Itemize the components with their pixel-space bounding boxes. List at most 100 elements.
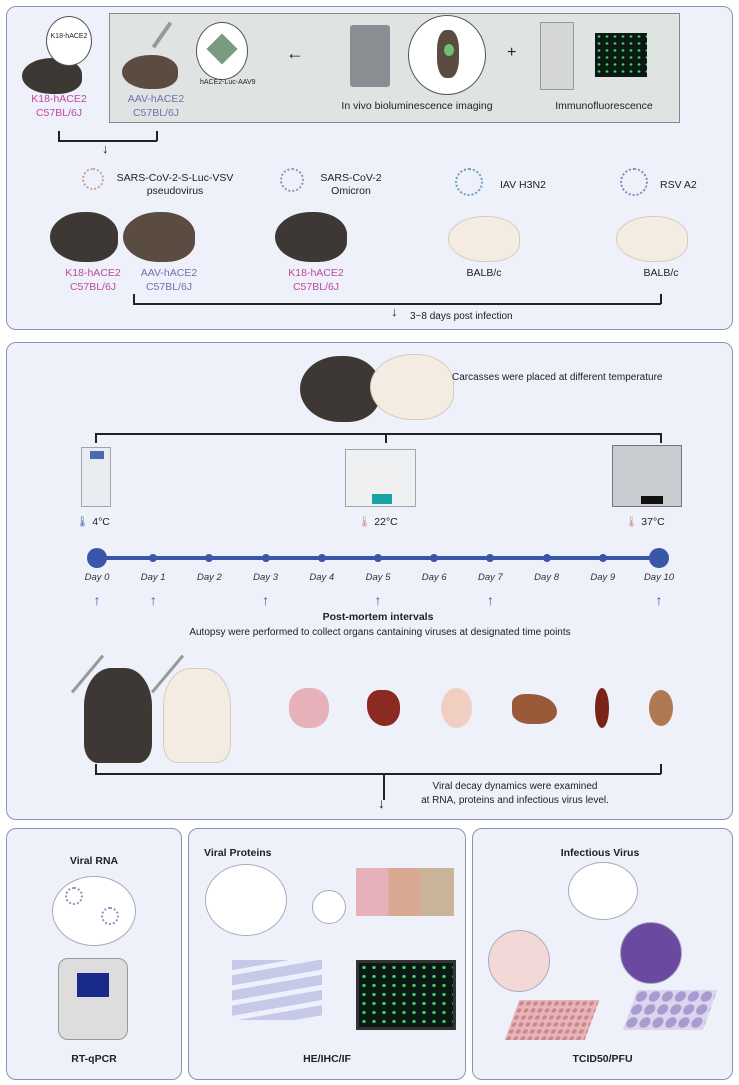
slides-icon: [232, 960, 322, 1020]
strain-name: K18-hACE2: [65, 267, 121, 279]
liver-icon: [512, 694, 557, 724]
aav-mouse: [122, 55, 178, 89]
bracket: [385, 433, 387, 443]
strain-balbc-iav: BALB/c: [466, 267, 502, 279]
decay-line: Viral decay dynamics were examined: [432, 781, 598, 792]
he-ihc-if-label: HE/IHC/IF: [303, 1053, 351, 1065]
lung-icon: [289, 688, 329, 728]
virus-label-rsv: RSV A2: [660, 179, 697, 191]
bracket: [95, 773, 661, 775]
day-label: Day 7: [477, 572, 503, 583]
antibody-circle: [312, 890, 346, 924]
thermometer-icon: 🌡: [358, 516, 372, 528]
plaque-circle: [620, 922, 682, 984]
thermometer-icon: 🌡: [625, 516, 639, 528]
aav-virion-callout: [196, 22, 248, 80]
sampling-arrow-icon: ↑: [149, 592, 157, 608]
strain-background: C57BL/6J: [35, 107, 83, 119]
strain-background: C57BL/6J: [69, 281, 117, 293]
strain-name: K18-hACE2: [288, 267, 344, 279]
iav-virus-icon: [455, 168, 483, 196]
sampling-arrow-icon: ↑: [374, 592, 382, 608]
timeline-point: [317, 554, 326, 562]
rsv-virus-icon: [620, 168, 648, 196]
temp-value: 4°C: [92, 516, 110, 528]
ivis-machine-icon: [350, 25, 390, 87]
viral-proteins-title: Viral Proteins: [204, 847, 272, 859]
timeline-point: [261, 554, 270, 562]
arrow-stem: [383, 774, 385, 800]
bracket: [95, 764, 97, 774]
temp-value: 22°C: [374, 516, 398, 528]
temp-value: 37°C: [641, 516, 665, 528]
strain-name: AAV-hACE2: [127, 93, 185, 105]
virus-label-omicron: SARS-CoV-2 Omicron: [320, 172, 382, 197]
decay-label: Viral decay dynamics were examined at RNA…: [410, 780, 620, 808]
spleen-icon: [595, 688, 609, 728]
day-label: Day 0: [84, 572, 110, 583]
autopsy-label: Autopsy were performed to collect organs…: [189, 627, 571, 638]
timeline-point: [87, 548, 107, 568]
temp-37: 🌡 37°C: [625, 515, 665, 529]
rsv-mouse-group: [616, 216, 688, 262]
rt-qpcr-label: RT-qPCR: [71, 1053, 117, 1065]
bracket: [660, 764, 662, 774]
timeline-point: [542, 554, 551, 562]
timeline-point: [598, 554, 607, 562]
bracket: [58, 140, 157, 142]
day-label: Day 9: [590, 572, 616, 583]
strain-background: C57BL/6J: [132, 107, 180, 119]
iav-mouse-group: [448, 216, 520, 262]
plus-sign: +: [507, 44, 517, 61]
mouse-signal-icon: [437, 30, 459, 78]
decay-line: at RNA, proteins and infectious virus le…: [421, 795, 609, 806]
fluorescence-monitor: [595, 33, 647, 77]
k18-gene-label: K18-hACE2: [50, 33, 88, 40]
day-label: Day 3: [253, 572, 278, 583]
microscope-icon: [540, 22, 574, 90]
if-label: Immunofluorescence: [555, 100, 653, 112]
if-monitor-icon: [356, 960, 456, 1030]
k18-mouse-group: [50, 212, 118, 262]
incubator-22-icon: [345, 449, 416, 507]
timeline-point: [374, 554, 382, 562]
viral-rna-title: Viral RNA: [69, 855, 119, 867]
day-label: Day 10: [643, 572, 675, 583]
bracket: [133, 303, 661, 305]
strain-name: AAV-hACE2: [140, 267, 198, 279]
day-label: Day 4: [309, 572, 335, 583]
24-well-plate-icon: [622, 990, 718, 1030]
sampling-arrow-icon: ↑: [93, 592, 101, 608]
cell-culture-circle: [488, 930, 550, 992]
virus-label-iav: IAV H3N2: [500, 179, 546, 191]
dissected-mice-dark: [84, 668, 152, 763]
virion-icon: [206, 33, 238, 65]
tissue-stain-images: [356, 868, 454, 916]
strain-name: K18-hACE2: [31, 93, 87, 105]
carcass-label: Carcasses were placed at different tempe…: [452, 372, 663, 383]
bracket: [133, 294, 135, 304]
carcass-mice-white: [370, 354, 454, 420]
timeline-point: [486, 554, 495, 562]
bracket: [95, 433, 97, 443]
kidney-icon: [649, 690, 673, 726]
bracket: [660, 433, 662, 443]
timeline-point: [205, 554, 214, 562]
bracket: [156, 131, 158, 141]
omicron-mouse-group: [275, 212, 347, 262]
timeline-point: [149, 554, 158, 562]
sampling-arrow-icon: ↑: [486, 592, 494, 608]
down-arrow-icon: ↓: [391, 304, 398, 319]
temp-22: 🌡 22°C: [358, 515, 398, 529]
virus-label-pseudovirus: SARS-CoV-2-S-Luc-VSV pseudovirus: [116, 172, 234, 197]
strain-background: C57BL/6J: [145, 281, 193, 293]
heart-icon: [367, 690, 400, 726]
temp-4: 🌡 4°C: [76, 515, 110, 529]
timeline-point: [430, 554, 439, 562]
brain-icon: [441, 688, 472, 728]
qpcr-machine-icon: [58, 958, 128, 1040]
